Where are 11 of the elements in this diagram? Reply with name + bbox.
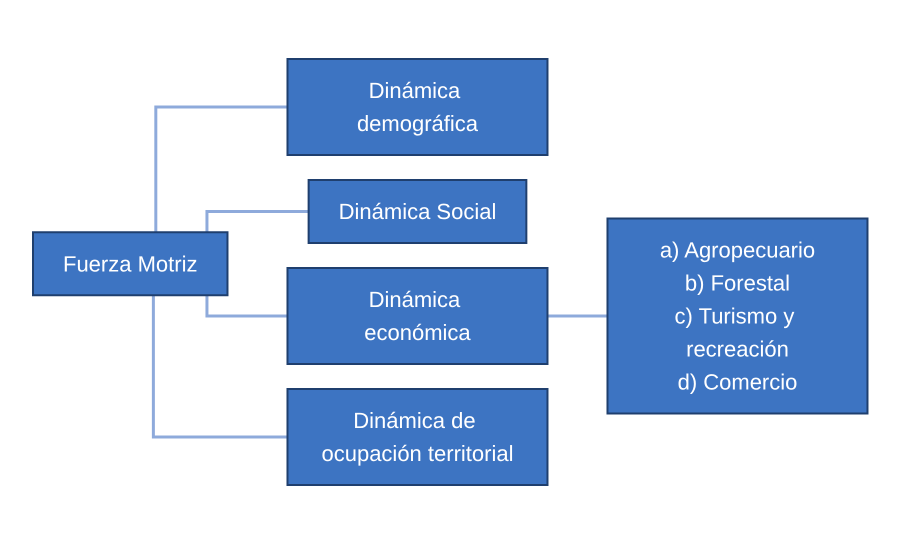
connector <box>206 295 288 318</box>
node-box: Dinámica Social <box>308 179 528 244</box>
node-box: a) Agropecuario b) Forestal c) Turismo y recreación d) Comercio <box>606 218 869 414</box>
node-box: Dinámica económica <box>286 267 549 365</box>
node-box: Dinámica demográfica <box>286 58 549 156</box>
connector <box>154 106 288 232</box>
connector <box>206 210 309 232</box>
node-box: Dinámica de ocupación territorial <box>286 388 549 486</box>
connector <box>152 295 288 438</box>
connector <box>546 314 608 318</box>
node-box: Fuerza Motriz <box>32 231 229 296</box>
